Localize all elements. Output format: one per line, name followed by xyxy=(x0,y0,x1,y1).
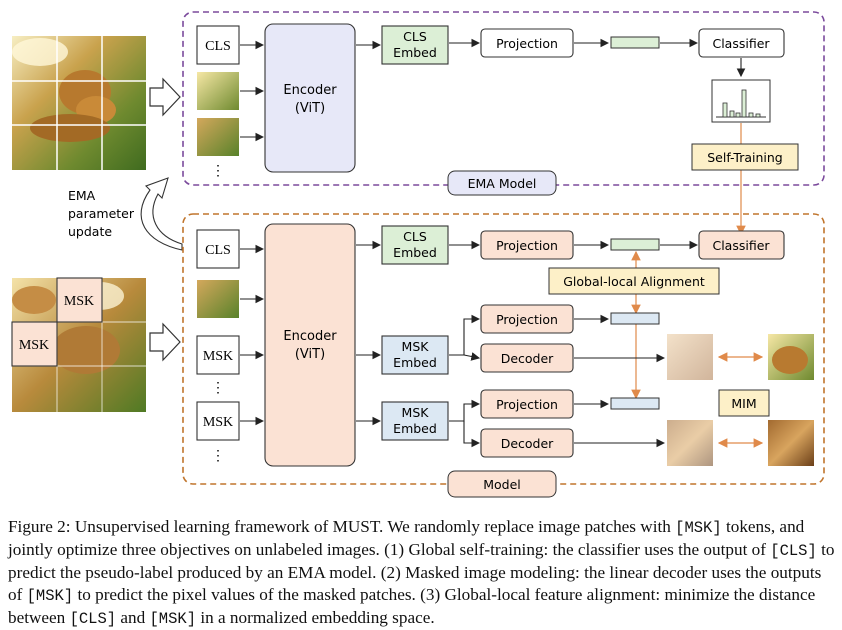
model-cls-projection xyxy=(480,230,574,260)
masked-patch-top-label: MSK xyxy=(64,294,94,309)
model-encoder-label: Encoder xyxy=(283,329,337,344)
ema-cls-token-label: CLS xyxy=(205,39,231,54)
ema-classifier-label: Classifier xyxy=(712,36,770,51)
msk-embed-1-sublabel: Embed xyxy=(393,355,437,370)
msk-embed-1 xyxy=(381,335,449,375)
ema-classifier xyxy=(698,28,785,58)
msk-decoder-2 xyxy=(480,428,574,458)
msk-projection-2 xyxy=(480,389,574,419)
model-msk-token-1-label: MSK xyxy=(203,349,233,364)
ema-update-line1: EMA xyxy=(68,188,96,203)
ema-cls-embed-sublabel: Embed xyxy=(393,45,437,60)
model-cls-feature-vector xyxy=(610,238,660,251)
ema-patch-2 xyxy=(197,118,239,156)
msk-embed-2 xyxy=(381,401,449,441)
masked-input-image xyxy=(11,277,146,412)
ema-cls-embed xyxy=(381,25,449,65)
ema-patch-1 xyxy=(197,72,239,110)
msk-embed-1-label: MSK xyxy=(402,339,430,354)
msk-projection-2-label: Projection xyxy=(496,397,558,412)
figure-caption: Figure 2: Unsupervised learning framewor… xyxy=(8,516,836,630)
caption-text-3: to predict the pseudo-label produced by … xyxy=(8,540,835,604)
model-tag xyxy=(447,470,557,498)
model-msk-token-1 xyxy=(196,335,240,375)
caption-text-6: in a normalized embedding space. xyxy=(196,608,435,627)
ema-update-line2: parameter xyxy=(68,206,135,221)
ema-model-tag-label: EMA Model xyxy=(468,176,537,191)
ema-encoder xyxy=(264,23,356,173)
global-local-alignment-label: Global-local Alignment xyxy=(563,274,705,289)
caption-text-4: to predict the pixel values of the maske… xyxy=(8,585,816,627)
mim-box xyxy=(718,389,770,417)
model-cls-embed xyxy=(381,225,449,265)
caption-code-msk-1: [MSK] xyxy=(675,519,722,537)
msk-projection-1 xyxy=(480,304,574,334)
model-patch-1 xyxy=(197,280,239,318)
model-classifier-label: Classifier xyxy=(712,238,770,253)
caption-code-msk-2: [MSK] xyxy=(26,587,74,605)
ema-update-arrow-icon xyxy=(140,177,183,251)
ema-update-line3: update xyxy=(68,224,112,239)
model-msk-token-2-label: MSK xyxy=(203,415,233,430)
ema-cls-embed-label: CLS xyxy=(403,29,427,44)
model-cls-projection-label: Projection xyxy=(496,238,558,253)
ema-feature-vector xyxy=(610,36,660,49)
masked-input-arrow-icon xyxy=(149,322,181,362)
msk-feature-vector-2 xyxy=(610,397,660,410)
reconstructed-patch-2 xyxy=(667,420,713,466)
msk-decoder-2-label: Decoder xyxy=(501,436,554,451)
input-arrow-icon xyxy=(149,77,181,117)
model-ellipsis-2: ⋮ xyxy=(211,449,225,464)
msk-embed-2-sublabel: Embed xyxy=(393,421,437,436)
model-encoder xyxy=(264,223,356,467)
caption-text-2: tokens, and jointly optimize three objec… xyxy=(8,517,805,559)
model-msk-token-2 xyxy=(196,401,240,441)
mim-label: MIM xyxy=(731,396,756,411)
caption-code-msk-3: [MSK] xyxy=(149,610,197,628)
model-cls-embed-label: CLS xyxy=(403,229,427,244)
model-encoder-sublabel: (ViT) xyxy=(295,347,325,362)
model-cls-token xyxy=(196,229,240,269)
msk-decoder-1-label: Decoder xyxy=(501,351,554,366)
reconstructed-patch-1 xyxy=(667,334,713,380)
model-cls-embed-sublabel: Embed xyxy=(393,245,437,260)
ema-ellipsis: ⋮ xyxy=(211,164,225,179)
pseudo-label-histogram xyxy=(711,79,771,123)
caption-code-cls-1: [CLS] xyxy=(770,542,817,560)
caption-text-5: and xyxy=(116,608,150,627)
ema-cls-token xyxy=(196,25,240,65)
masked-patch-left-label: MSK xyxy=(19,338,49,353)
ema-projection-label: Projection xyxy=(496,36,558,51)
msk-feature-vector-1 xyxy=(610,312,660,325)
ema-encoder-label: Encoder xyxy=(283,83,337,98)
ema-model-tag xyxy=(447,170,557,196)
caption-code-cls-2: [CLS] xyxy=(69,610,117,628)
msk-projection-1-label: Projection xyxy=(496,312,558,327)
msk-embed-2-label: MSK xyxy=(402,405,430,420)
msk-decoder-1 xyxy=(480,343,574,373)
caption-text-1: Figure 2: Unsupervised learning framewor… xyxy=(8,517,676,536)
model-cls-token-label: CLS xyxy=(205,243,231,258)
model-tag-label: Model xyxy=(483,477,521,492)
ema-projection xyxy=(480,28,574,58)
target-patch-2 xyxy=(768,420,814,466)
model-ellipsis-1: ⋮ xyxy=(211,381,225,396)
framework-diagram: CLS ⋮ Encoder (ViT) CLS Embed Projection… xyxy=(11,11,825,498)
input-image xyxy=(12,36,146,170)
self-training-label: Self-Training xyxy=(707,150,783,165)
self-training-box xyxy=(691,143,799,171)
global-local-alignment-box xyxy=(548,267,720,295)
model-classifier xyxy=(698,230,785,260)
ema-encoder-sublabel: (ViT) xyxy=(295,101,325,116)
